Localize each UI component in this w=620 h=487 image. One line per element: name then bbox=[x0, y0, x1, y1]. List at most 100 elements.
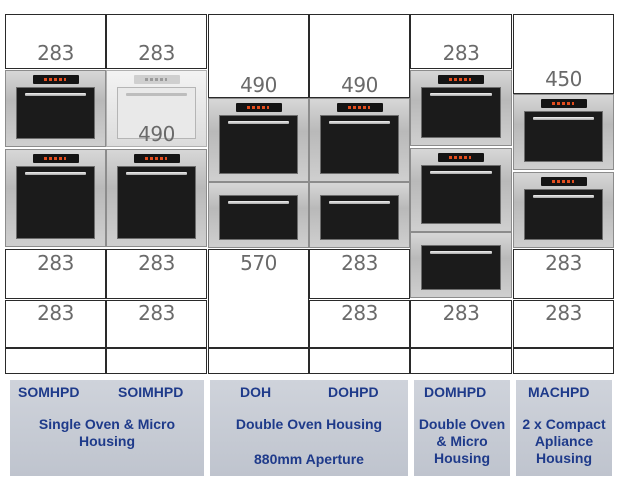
description-line-2: Apliance bbox=[534, 433, 594, 449]
description-line-1: Double Oven Housing bbox=[235, 416, 383, 432]
lower-dimension: 570 bbox=[240, 251, 277, 275]
housing-column-4: 490 283 283 bbox=[309, 14, 410, 374]
oven-display bbox=[438, 153, 484, 162]
lower-panel bbox=[309, 249, 410, 299]
oven-door bbox=[117, 166, 196, 239]
oven-door bbox=[421, 87, 501, 138]
oven-display bbox=[438, 75, 484, 84]
oven-display bbox=[235, 103, 282, 112]
double-oven-lower bbox=[410, 232, 512, 298]
double-oven-lower bbox=[309, 182, 410, 248]
oven-display bbox=[133, 154, 180, 163]
description-line-3: Housing bbox=[434, 450, 490, 466]
plinth bbox=[309, 348, 410, 374]
oven-display bbox=[540, 177, 587, 186]
bottom-dimension: 283 bbox=[341, 301, 378, 325]
oven-door bbox=[524, 189, 603, 240]
oven-door bbox=[219, 115, 298, 174]
compact-oven bbox=[410, 70, 512, 146]
label-single-oven-micro: SOMHPD SOIMHPD Single Oven & Micro Housi… bbox=[10, 380, 204, 476]
housing-column-5: 283 283 bbox=[410, 14, 512, 374]
lower-panel bbox=[513, 249, 614, 299]
code-dohpd: DOHPD bbox=[328, 384, 379, 400]
code-soimhpd: SOIMHPD bbox=[118, 384, 184, 400]
lower-dimension: 283 bbox=[341, 251, 378, 275]
bottom-dimension: 283 bbox=[37, 301, 74, 325]
bottom-dimension: 283 bbox=[442, 301, 480, 325]
description-line-1: 2 x Compact bbox=[522, 416, 606, 432]
description-line-1: Double Oven bbox=[418, 416, 506, 432]
middle-dimension: 490 bbox=[138, 122, 175, 146]
code-domhpd: DOMHPD bbox=[424, 384, 487, 400]
compact-oven bbox=[5, 70, 106, 147]
housing-column-3: 490 570 bbox=[208, 14, 309, 374]
oven-handle bbox=[430, 171, 492, 174]
code-somhpd: SOMHPD bbox=[18, 384, 80, 400]
oven-door bbox=[16, 87, 95, 139]
description-line-2: 880mm Aperture bbox=[254, 451, 364, 467]
bottom-panel bbox=[513, 300, 614, 348]
compact-oven-upper bbox=[513, 94, 614, 170]
oven-door bbox=[320, 115, 399, 174]
label-double-oven-micro: DOMHPD Double Oven & Micro Housing bbox=[414, 380, 510, 476]
description-line-2: & Micro bbox=[436, 433, 488, 449]
single-oven bbox=[106, 149, 207, 247]
lower-dimension: 283 bbox=[545, 251, 582, 275]
label-double-oven: DOH DOHPD Double Oven Housing 880mm Aper… bbox=[210, 380, 408, 476]
plinth bbox=[106, 348, 207, 374]
oven-handle bbox=[329, 201, 390, 204]
compact-oven-outline bbox=[106, 70, 207, 147]
oven-door bbox=[117, 87, 196, 139]
top-panel bbox=[410, 14, 512, 69]
housing-column-1: 283 283 283 bbox=[5, 14, 106, 374]
oven-display bbox=[133, 75, 180, 84]
lower-panel bbox=[208, 249, 309, 348]
top-panel bbox=[208, 14, 309, 98]
oven-handle bbox=[25, 93, 86, 96]
plinth bbox=[208, 348, 309, 374]
top-dimension: 450 bbox=[545, 67, 582, 91]
oven-door bbox=[524, 111, 603, 162]
double-oven-lower bbox=[208, 182, 309, 248]
bottom-panel bbox=[410, 300, 512, 348]
bottom-dimension: 283 bbox=[545, 301, 582, 325]
housing-column-2: 283 490 283 283 bbox=[106, 14, 207, 374]
single-oven bbox=[5, 149, 106, 247]
plinth bbox=[410, 348, 512, 374]
description-line-2: Housing bbox=[79, 433, 135, 449]
oven-door bbox=[421, 245, 501, 290]
plinth bbox=[513, 348, 614, 374]
oven-handle bbox=[430, 93, 492, 96]
oven-handle bbox=[126, 172, 187, 175]
oven-door bbox=[320, 195, 399, 240]
top-panel bbox=[513, 14, 614, 94]
oven-display bbox=[336, 103, 383, 112]
oven-door bbox=[421, 165, 501, 224]
oven-handle bbox=[533, 195, 594, 198]
top-dimension: 283 bbox=[442, 41, 480, 65]
oven-handle bbox=[228, 121, 289, 124]
description-line-1: Single Oven & Micro bbox=[38, 416, 176, 432]
code-machpd: MACHPD bbox=[528, 384, 590, 400]
oven-door bbox=[219, 195, 298, 240]
bottom-dimension: 283 bbox=[138, 301, 175, 325]
lower-dimension: 283 bbox=[138, 251, 175, 275]
lower-panel bbox=[106, 249, 207, 299]
plinth bbox=[5, 348, 106, 374]
oven-handle bbox=[25, 172, 86, 175]
bottom-panel bbox=[309, 300, 410, 348]
oven-handle bbox=[228, 201, 289, 204]
top-dimension: 283 bbox=[37, 41, 74, 65]
bottom-panel bbox=[106, 300, 207, 348]
top-dimension: 490 bbox=[341, 73, 378, 97]
housing-column-6: 450 283 283 bbox=[513, 14, 614, 374]
lower-dimension: 283 bbox=[37, 251, 74, 275]
top-panel bbox=[5, 14, 106, 69]
top-panel bbox=[106, 14, 207, 69]
top-dimension: 490 bbox=[240, 73, 277, 97]
label-compact-appliance: MACHPD 2 x Compact Apliance Housing bbox=[516, 380, 612, 476]
double-oven-upper bbox=[208, 98, 309, 182]
double-oven-upper bbox=[309, 98, 410, 182]
oven-display bbox=[540, 99, 587, 108]
oven-display bbox=[32, 75, 79, 84]
